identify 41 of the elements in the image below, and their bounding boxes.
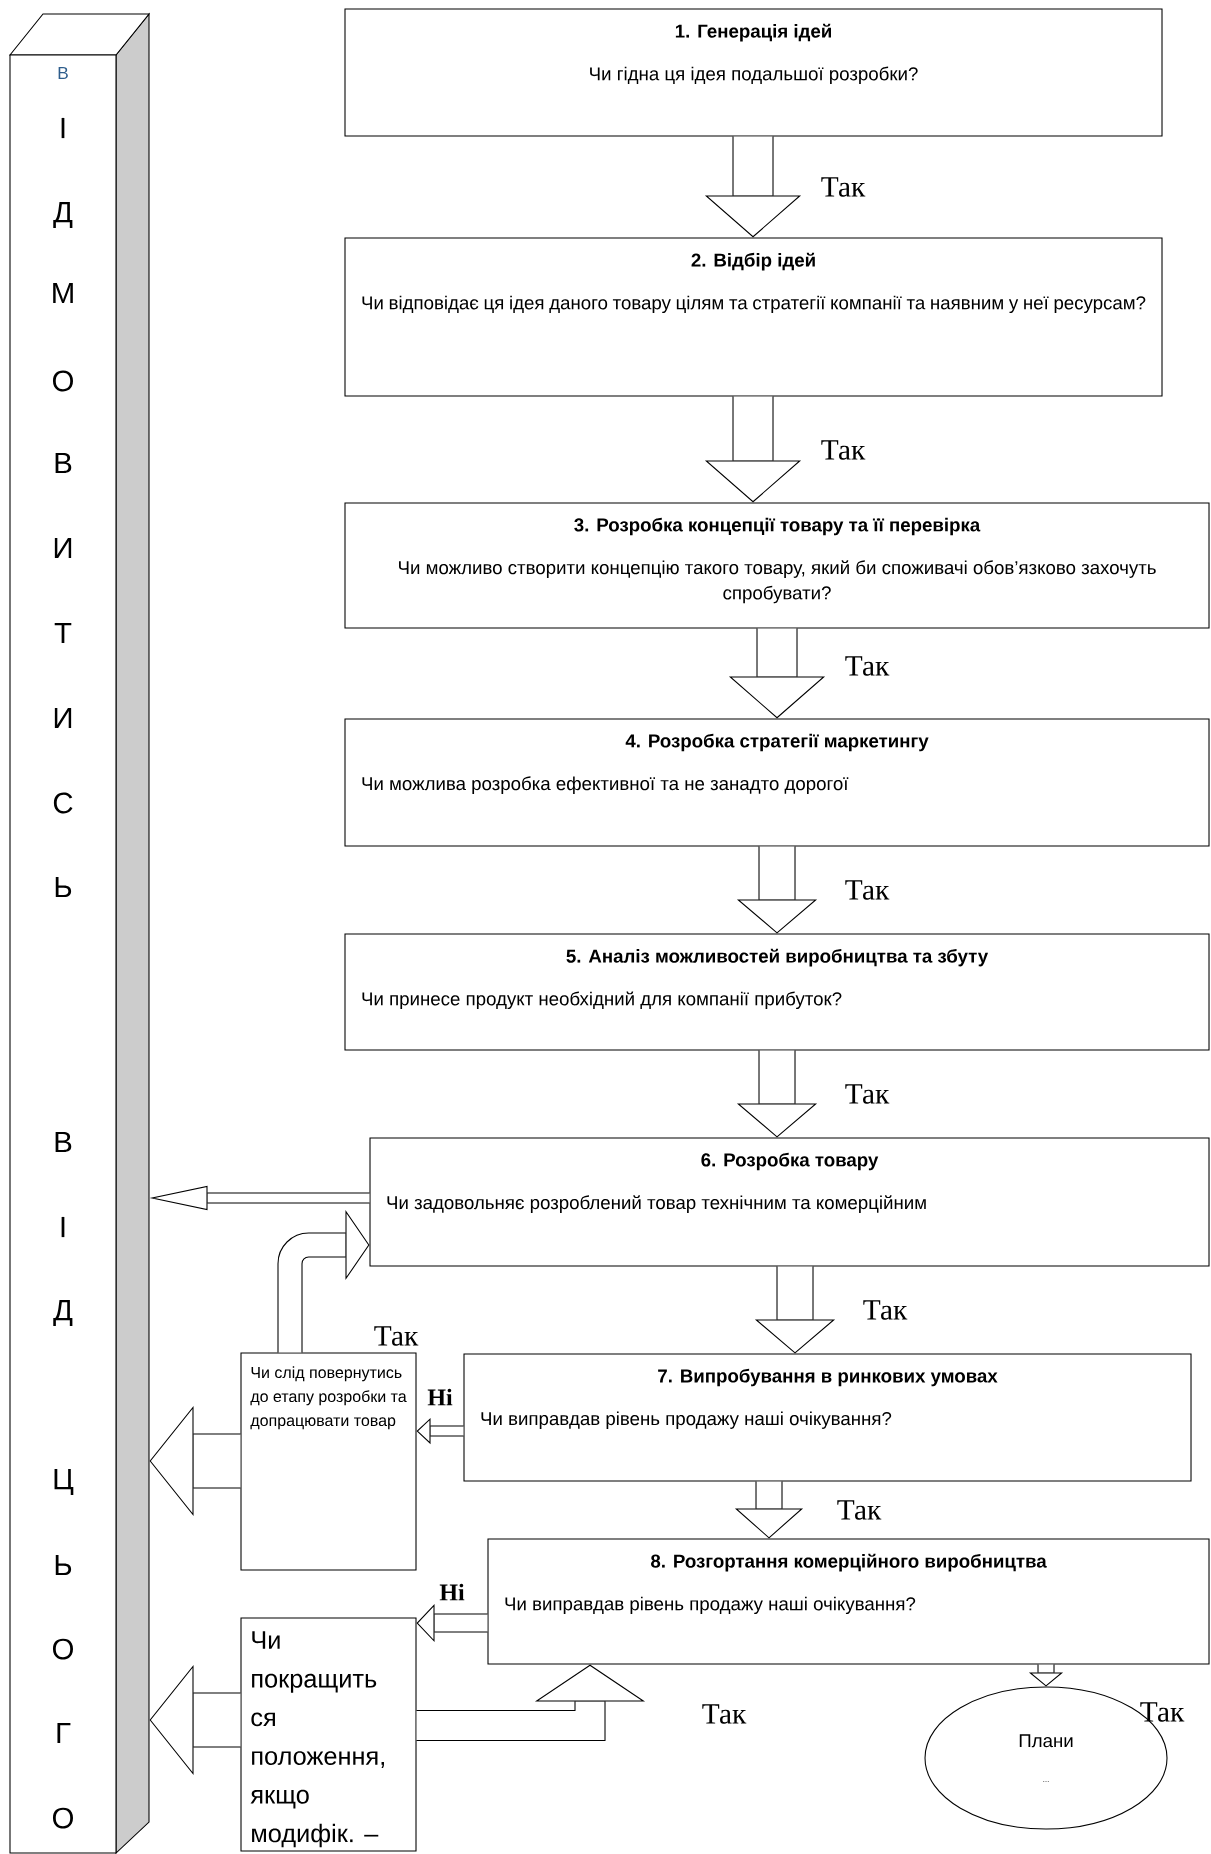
letter: Д (53, 1300, 73, 1327)
edge-label: Так (821, 177, 866, 197)
letter: Ь (55, 876, 72, 898)
letter: О (52, 370, 73, 392)
edge-label: Ні (439, 1583, 465, 1601)
letter: Ь (55, 1554, 72, 1576)
letter: Т (54, 622, 72, 644)
edge-label: Так (821, 440, 866, 460)
letter: Г (57, 1722, 71, 1744)
question-box: Чи покращить ся положення, якщо модифік. – (240, 1617, 417, 1852)
process-box: 5. Аналіз можливостей виробництва та збуту Чи принесе продукт необхідний для компанії прибуток? (344, 933, 1210, 1051)
letter: И (54, 537, 72, 559)
edge-label: Так (863, 1300, 908, 1320)
edge-label: Так (837, 1500, 882, 1520)
question-box: Чи слід повернутись до етапу розробки та допрацювати товар (240, 1352, 417, 1571)
letter: Д (53, 202, 73, 229)
letter: С (53, 792, 73, 814)
process-box: 3. Розробка концепції товару та її перевірка Чи можливо створити концепцію такого товару, який би споживачі обов’язково захочуть спробувати? (344, 502, 1210, 629)
process-box: 6. Розробка товару Чи задовольняє розроблений товар технічним та комерційним (369, 1137, 1210, 1267)
letter: И (54, 707, 72, 729)
letter: І (61, 117, 65, 139)
letter: О (52, 1638, 73, 1660)
edge-label: Так (845, 1084, 890, 1104)
curved-arrow (277, 1209, 370, 1353)
letter: В (55, 1131, 72, 1153)
process-box: 8. Розгортання комерційного виробництва Чи виправдав рівень продажу наші очікування? (487, 1538, 1210, 1665)
process-box: 4. Розробка стратегії маркетингу Чи можлива розробка ефективної та не занадто дорогої (344, 718, 1210, 847)
letter: О (52, 1807, 73, 1829)
letter: В (55, 452, 72, 474)
edge-label: Так (845, 656, 890, 676)
process-box: 2. Відбір ідей Чи відповідає ця ідея даного товару цілям та стратегії компанії та наявним у неї ресурсам? (344, 237, 1163, 397)
letter: М (53, 282, 73, 304)
letter: В (58, 67, 68, 79)
process-box: 7. Випробування в ринкових умовах Чи виправдав рівень продажу наші очікування? (463, 1353, 1192, 1482)
letter: Ц (54, 1469, 74, 1496)
edge-label: Так (845, 880, 890, 900)
edge-label: Так (374, 1326, 419, 1346)
process-box: 1. Генерація ідей Чи гідна ця ідея подальшої розробки? (344, 8, 1163, 137)
edge-label: Так (702, 1704, 747, 1724)
edge-label: Ні (427, 1388, 453, 1406)
letter: І (61, 1216, 65, 1238)
